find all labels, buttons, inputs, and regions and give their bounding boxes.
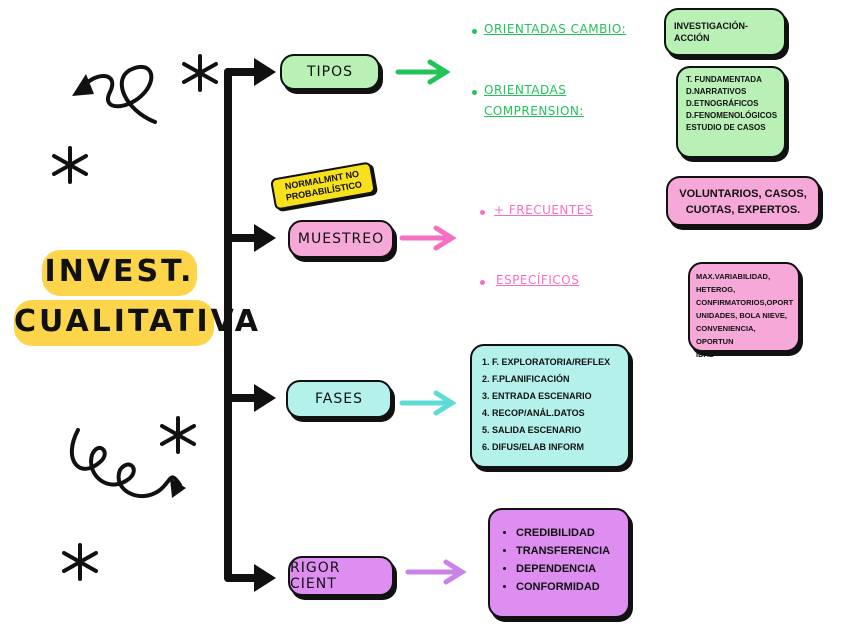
box-frecuentes: VOLUNTARIOS, CASOS, CUOTAS, EXPERTOS. xyxy=(666,176,820,226)
comprension-item: ESTUDIO DE CASOS xyxy=(686,123,766,132)
especificos-line: HETEROG, xyxy=(696,285,736,294)
especificos-line: MAX.VARIABILIDAD, xyxy=(696,272,771,281)
bracket-arrowheads xyxy=(254,58,276,592)
box-especificos: MAX.VARIABILIDAD, HETEROG, CONFIRMATORIO… xyxy=(688,262,800,359)
especificos-line: IDAD xyxy=(696,350,715,359)
tipos-item-cambio: ORIENTADAS CAMBIO: xyxy=(484,22,627,36)
box-fases-list: 1. F. EXPLORATORIA/REFLEX 2. F.PLANIFICA… xyxy=(470,344,630,468)
comprension-item: T. FUNDAMENTADA xyxy=(686,75,762,84)
tipos-item-comprension-2: COMPRENSION: xyxy=(484,104,584,118)
star-doodles xyxy=(52,54,218,581)
rigor-item: TRANSFERENCIA xyxy=(516,542,620,560)
loop-doodle-bottom-arrowhead xyxy=(170,478,186,498)
especificos-line: CONVENIENCIA, OPORTUN xyxy=(696,324,756,346)
loop-doodle-top-arrowhead xyxy=(72,74,94,96)
box-rigor-list: CREDIBILIDAD TRANSFERENCIA DEPENDENCIA C… xyxy=(488,508,630,618)
comprension-item: D.FENOMENOLÓGICOS xyxy=(686,111,778,120)
title-highlight-1 xyxy=(42,250,197,296)
especificos-line: UNIDADES, BOLA NIEVE, xyxy=(696,311,787,320)
main-title-line-1: INVEST. xyxy=(44,254,195,289)
arrow-rigor xyxy=(405,559,467,585)
loop-doodle-bottom xyxy=(69,428,182,498)
title-highlight-2 xyxy=(14,300,214,346)
bullet-comprension xyxy=(472,90,477,95)
fase-item: 5. SALIDA ESCENARIO xyxy=(482,425,582,435)
rigor-item: DEPENDENCIA xyxy=(516,560,620,578)
node-muestreo: MUESTREO xyxy=(288,220,394,258)
frecuentes-line-1: VOLUNTARIOS, CASOS, xyxy=(679,188,807,200)
comprension-item: D.NARRATIVOS xyxy=(686,87,747,96)
fase-item: 4. RECOP/ANÁL.DATOS xyxy=(482,408,585,418)
bullet-cambio xyxy=(472,29,477,34)
especificos-line: CONFIRMATORIOS,OPORT xyxy=(696,298,794,307)
box-investigacion-accion: INVESTIGACIÓN-ACCIÓN xyxy=(664,8,786,56)
arrow-tipos xyxy=(395,59,451,85)
arrow-muestreo xyxy=(399,225,457,251)
fase-item: 6. DIFUS/ELAB INFORM xyxy=(482,442,585,452)
fase-item: 1. F. EXPLORATORIA/REFLEX xyxy=(482,357,611,367)
rigor-item: CONFORMIDAD xyxy=(516,578,620,596)
main-title-line-2: CUALITATIVA xyxy=(14,304,261,339)
fase-item: 3. ENTRADA ESCENARIO xyxy=(482,391,592,401)
loop-doodle-top xyxy=(78,64,157,124)
node-tipos: TIPOS xyxy=(280,54,380,90)
muestreo-item-frecuentes: + FRECUENTES xyxy=(494,203,593,217)
bullet-frecuentes xyxy=(480,210,485,215)
comprension-item: D.ETNOGRÁFICOS xyxy=(686,99,759,108)
muestreo-item-especificos: ESPECÍFICOS xyxy=(496,273,580,287)
rigor-item: CREDIBILIDAD xyxy=(516,524,620,542)
arrow-fases xyxy=(399,390,457,416)
node-fases: FASES xyxy=(286,380,392,418)
main-bracket xyxy=(224,68,262,582)
fase-item: 2. F.PLANIFICACIÓN xyxy=(482,374,570,384)
frecuentes-line-2: CUOTAS, EXPERTOS. xyxy=(685,204,801,216)
tipos-item-comprension-1: ORIENTADAS xyxy=(484,83,567,97)
bullet-especificos xyxy=(480,280,485,285)
node-rigor-cient: RIGOR CIENT xyxy=(288,556,394,596)
box-comprension-list: T. FUNDAMENTADA D.NARRATIVOS D.ETNOGRÁFI… xyxy=(676,66,786,158)
